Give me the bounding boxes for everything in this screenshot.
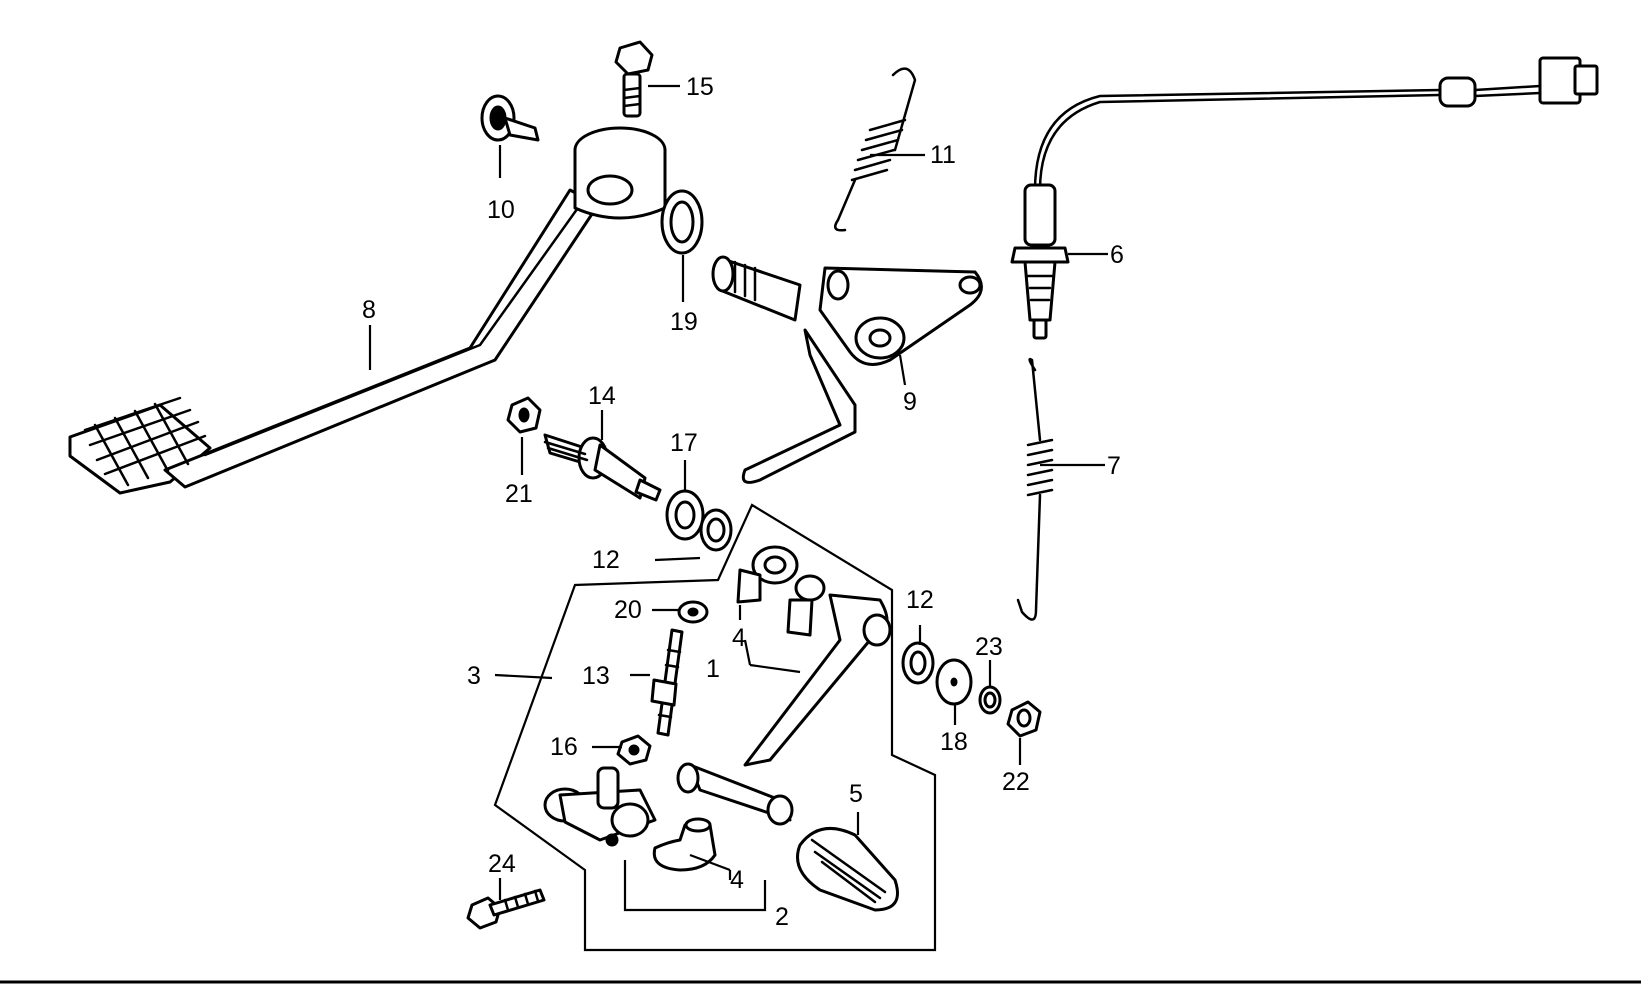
callout-6: 6 xyxy=(1110,241,1124,269)
callout-19: 19 xyxy=(670,308,698,336)
callout-13: 13 xyxy=(582,662,610,690)
callout-18: 18 xyxy=(940,728,968,756)
callout-12-lower: 12 xyxy=(906,586,934,614)
callout-4-upper: 4 xyxy=(732,624,746,652)
nut-16 xyxy=(616,734,652,766)
brake-pedal xyxy=(68,126,667,495)
callout-16: 16 xyxy=(550,733,578,761)
washer-17 xyxy=(665,489,705,541)
callout-23: 23 xyxy=(975,633,1003,661)
callout-10: 10 xyxy=(487,196,515,224)
assembly-3-outline xyxy=(493,503,937,952)
callout-11: 11 xyxy=(930,141,956,169)
nut-20 xyxy=(677,600,709,624)
callout-12-upper: 12 xyxy=(592,546,620,574)
rod-13 xyxy=(650,628,684,737)
nut-22 xyxy=(1006,700,1042,738)
callout-9: 9 xyxy=(903,388,917,416)
brake-light-switch xyxy=(1010,56,1599,340)
washer-12a xyxy=(699,508,733,552)
pedal-rubber-5 xyxy=(796,827,899,912)
callout-14: 14 xyxy=(588,382,616,410)
callout-22: 22 xyxy=(1002,768,1030,796)
callout-4-lower: 4 xyxy=(730,866,744,894)
brake-shaft-arm xyxy=(711,255,983,484)
nut-21 xyxy=(506,396,542,434)
callout-8: 8 xyxy=(362,296,376,324)
bolt-24 xyxy=(466,888,546,930)
callout-15: 15 xyxy=(686,73,714,101)
callout-1: 1 xyxy=(706,655,720,683)
washer-18 xyxy=(935,658,973,706)
pivot-bolt-14 xyxy=(543,433,662,502)
callout-17: 17 xyxy=(670,429,698,457)
callout-21: 21 xyxy=(505,480,533,508)
spring-7 xyxy=(1016,357,1054,621)
shift-lever xyxy=(676,545,892,826)
pivot-bolt xyxy=(480,94,540,142)
callout-5: 5 xyxy=(849,780,863,808)
callout-20: 20 xyxy=(614,596,642,624)
spring-11 xyxy=(833,67,917,232)
leader-lines xyxy=(368,84,1108,912)
callout-3: 3 xyxy=(467,662,481,690)
bolt-15 xyxy=(614,40,654,118)
washer-23 xyxy=(978,685,1002,715)
callout-7: 7 xyxy=(1107,452,1121,480)
callout-labels: 15 10 11 19 8 9 6 7 14 21 17 12 20 4 1 3… xyxy=(362,73,1124,931)
joint-2 xyxy=(543,766,657,847)
boot-4-lower xyxy=(652,817,717,872)
callout-24: 24 xyxy=(488,850,516,878)
callout-2: 2 xyxy=(775,903,789,931)
washer-19 xyxy=(660,189,704,255)
washer-12b xyxy=(901,641,935,685)
pedal-grip-grid xyxy=(83,396,207,487)
